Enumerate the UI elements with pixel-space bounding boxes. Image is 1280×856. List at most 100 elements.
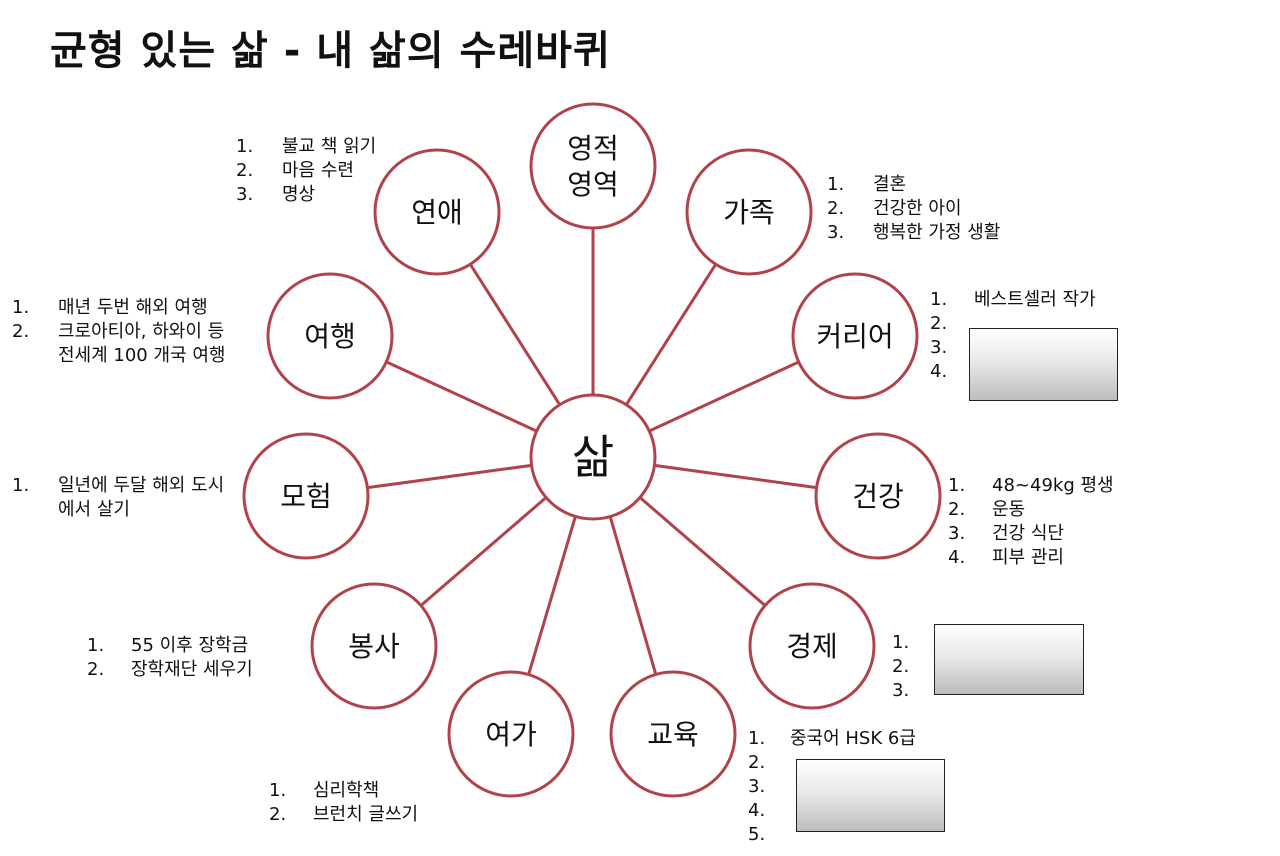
label-spiritual-1: 영적: [567, 132, 619, 165]
list-item: 1. 심리학책: [269, 779, 418, 803]
list-item-number: 2.: [948, 499, 966, 520]
list-education: 1. 중국어 HSK 6급 2. 3. 4. 5.: [748, 727, 916, 847]
circle-service: [310, 582, 438, 710]
label-center: 삶: [572, 430, 614, 484]
list-item-number: 1.: [12, 297, 30, 318]
list-item-text: 행복한 가정 생활: [873, 222, 1001, 243]
list-item-text: 건강한 아이: [873, 198, 962, 219]
circle-family: [685, 148, 813, 276]
label-family: 가족: [723, 196, 775, 229]
list-item-text: 결혼: [873, 174, 907, 195]
list-item-text: 심리학책: [313, 780, 380, 801]
list-item: 1. 55 이후 장학금: [87, 634, 253, 658]
circle-adventure: [242, 432, 370, 560]
circle-leisure: [447, 670, 575, 798]
label-romance: 연애: [411, 196, 463, 229]
spoke-leisure: [527, 516, 577, 675]
list-item: 2.: [748, 751, 916, 775]
list-item-number: 3.: [930, 337, 948, 358]
list-item-number: 4.: [748, 800, 766, 821]
list-item-number: 1.: [827, 174, 845, 195]
list-item-number: 2.: [892, 656, 910, 677]
list-item: 1.: [892, 631, 938, 655]
spoke-romance: [469, 263, 561, 406]
label-career: 커리어: [816, 320, 893, 353]
list-item-number: 3.: [827, 222, 845, 243]
spoke-travel: [385, 360, 538, 433]
list-item: 3.: [748, 775, 916, 799]
list-item: 4.피부 관리: [948, 546, 1114, 570]
list-item-number: 3.: [748, 776, 766, 797]
label-service: 봉사: [348, 630, 400, 663]
list-item: 1.48~49kg 평생: [948, 474, 1114, 498]
spoke-economy: [638, 496, 767, 607]
list-item-number: 1.: [12, 475, 30, 496]
spoke-health: [654, 463, 817, 490]
spoke-family: [625, 263, 717, 406]
list-item-number: 2.: [930, 313, 948, 334]
redacted-box-education: [796, 759, 945, 832]
list-item-number: 3.: [236, 184, 254, 205]
spoke-career: [648, 360, 800, 433]
list-item: 1. 일년에 두달 해외 도시 에서 살기: [12, 474, 224, 522]
list-item: 2.: [930, 312, 1096, 336]
circle-spiritual: [529, 102, 657, 230]
list-item-text: 건강 식단: [992, 523, 1064, 544]
label-adventure: 모험: [280, 480, 332, 513]
list-item: 3. 건강 식단: [948, 522, 1114, 546]
redacted-box-career: [969, 328, 1118, 401]
list-item-number: 2.: [12, 321, 30, 342]
label-education: 교육: [647, 718, 699, 751]
list-item: 2.: [892, 655, 938, 679]
redacted-box-economy: [934, 624, 1084, 695]
list-career: 1. 베스트셀러 작가 2. 3. 4.: [930, 288, 1096, 384]
spoke-education: [608, 516, 658, 675]
circle-economy: [748, 582, 876, 710]
list-item-number: 1.: [269, 780, 287, 801]
list-item: 4.: [930, 360, 1096, 384]
list-item-number: 3.: [948, 523, 966, 544]
circle-center: [529, 393, 657, 521]
list-family: 1. 결혼 2. 건강한 아이 3. 행복한 가정 생활: [827, 173, 1000, 245]
list-item-text: 브런치 글쓰기: [313, 804, 419, 825]
list-item: 1. 베스트셀러 작가: [930, 288, 1096, 312]
list-item-number: 1.: [930, 289, 948, 310]
spoke-adventure: [367, 463, 532, 490]
page-title: 균형 있는 삶 - 내 삶의 수레바퀴: [50, 28, 611, 74]
list-item-text: 일년에 두달 해외 도시 에서 살기: [58, 475, 225, 520]
list-item-text: 마음 수련: [282, 160, 354, 181]
label-spiritual-2: 영역: [567, 168, 619, 201]
label-economy: 경제: [786, 630, 838, 663]
list-item-number: 2.: [87, 659, 105, 680]
label-health: 건강: [852, 480, 904, 513]
list-item: 4.: [748, 799, 916, 823]
list-item-number: 2.: [827, 198, 845, 219]
list-item-number: 1.: [87, 635, 105, 656]
label-travel: 여행: [304, 320, 356, 353]
list-item: 3.: [892, 679, 938, 703]
list-item: 5.: [748, 823, 916, 847]
list-item: 3.: [930, 336, 1096, 360]
list-item-number: 1.: [748, 728, 766, 749]
list-item-text: 베스트셀러 작가: [974, 289, 1096, 310]
list-item-number: 1.: [892, 632, 910, 653]
list-item-number: 3.: [892, 680, 910, 701]
list-item-number: 1.: [948, 475, 966, 496]
list-item-number: 2.: [748, 752, 766, 773]
list-item-text: 매년 두번 해외 여행: [58, 297, 208, 318]
list-item-number: 1.: [236, 136, 254, 157]
list-item: 2.장학재단 세우기: [87, 658, 253, 682]
list-item: 2.브런치 글쓰기: [269, 803, 418, 827]
list-item: 3.명상: [236, 183, 376, 207]
label-leisure: 여가: [485, 718, 537, 751]
list-item: 1. 중국어 HSK 6급: [748, 727, 916, 751]
list-item: 2.크로아티아, 하와이 등 전세계 100 개국 여행: [12, 320, 225, 368]
list-economy: 1. 2. 3.: [892, 631, 938, 703]
list-item-text: 중국어 HSK 6급: [790, 728, 916, 749]
list-item-text: 55 이후 장학금: [131, 635, 249, 656]
